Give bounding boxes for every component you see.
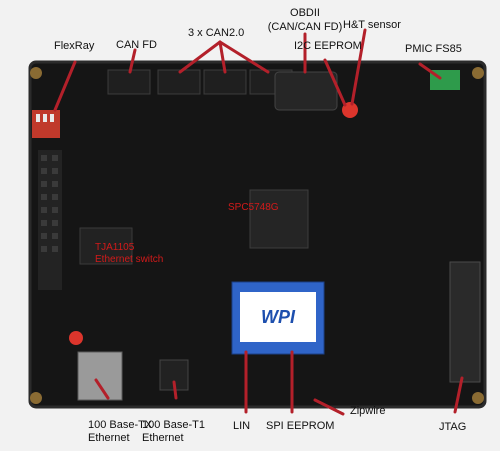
label-obdii-line2: (CAN/CAN FD) (267, 21, 343, 33)
label-base-t1-line2: Ethernet (142, 432, 184, 444)
can20-connector-2 (203, 69, 247, 95)
label-mcu: SPC5748G (228, 202, 279, 213)
obdii-connector (274, 71, 338, 111)
mcu-chip (249, 189, 309, 249)
arrow-zipwire (313, 398, 345, 416)
label-phy: TJA1105 (95, 242, 135, 253)
label-zipwire: Zipwire (350, 405, 386, 417)
arrow-can20-2 (218, 40, 227, 74)
label-ht-sensor: H&T sensor (343, 19, 401, 31)
standoff-top-left (30, 67, 42, 79)
label-can-fd: CAN FD (116, 39, 157, 51)
jtag-connector (449, 261, 481, 383)
display-screen (240, 292, 316, 342)
label-base-tx-line1: 100 Base-TX (88, 419, 153, 431)
label-flexray: FlexRay (54, 40, 95, 52)
ethernet-port (77, 351, 123, 401)
arrow-can-fd (128, 48, 137, 74)
label-base-t1-line1: 100 Base-T1 (142, 419, 205, 431)
label-pmic: PMIC FS85 (405, 43, 462, 55)
arrow-i2c-eeprom (323, 58, 347, 107)
arrow-pmic (418, 62, 442, 80)
label-base-tx-line2: Ethernet (88, 432, 130, 444)
standoff-bottom-left (30, 392, 42, 404)
label-jtag: JTAG (439, 421, 467, 433)
label-i2c-eeprom: I2C EEPROM (294, 40, 362, 52)
arrow-base-tx (94, 378, 110, 400)
arrow-can20-3 (218, 40, 270, 74)
label-lin: LIN (233, 420, 251, 432)
label-obdii-line1: OBDII (290, 7, 320, 19)
arrow-flexray (53, 60, 77, 112)
label-spi-eeprom: SPI EEPROM (266, 420, 335, 432)
standoff-bottom-right (472, 392, 484, 404)
led-ethernet (69, 331, 83, 345)
arrow-base-t1 (172, 380, 178, 400)
label-phy-line2: Ethernet switch (95, 254, 164, 265)
display-logo-text: WPI (261, 307, 296, 327)
arrow-jtag (453, 376, 464, 414)
arrow-ht-sensor (350, 28, 367, 106)
can-fd-connector (107, 69, 151, 95)
ethernet-switch-chip (79, 227, 133, 265)
arrow-can20-1 (178, 40, 222, 74)
label-can20: 3 x CAN2.0 (188, 27, 245, 39)
standoff-top-right (472, 67, 484, 79)
can20-connector-1 (157, 69, 201, 95)
